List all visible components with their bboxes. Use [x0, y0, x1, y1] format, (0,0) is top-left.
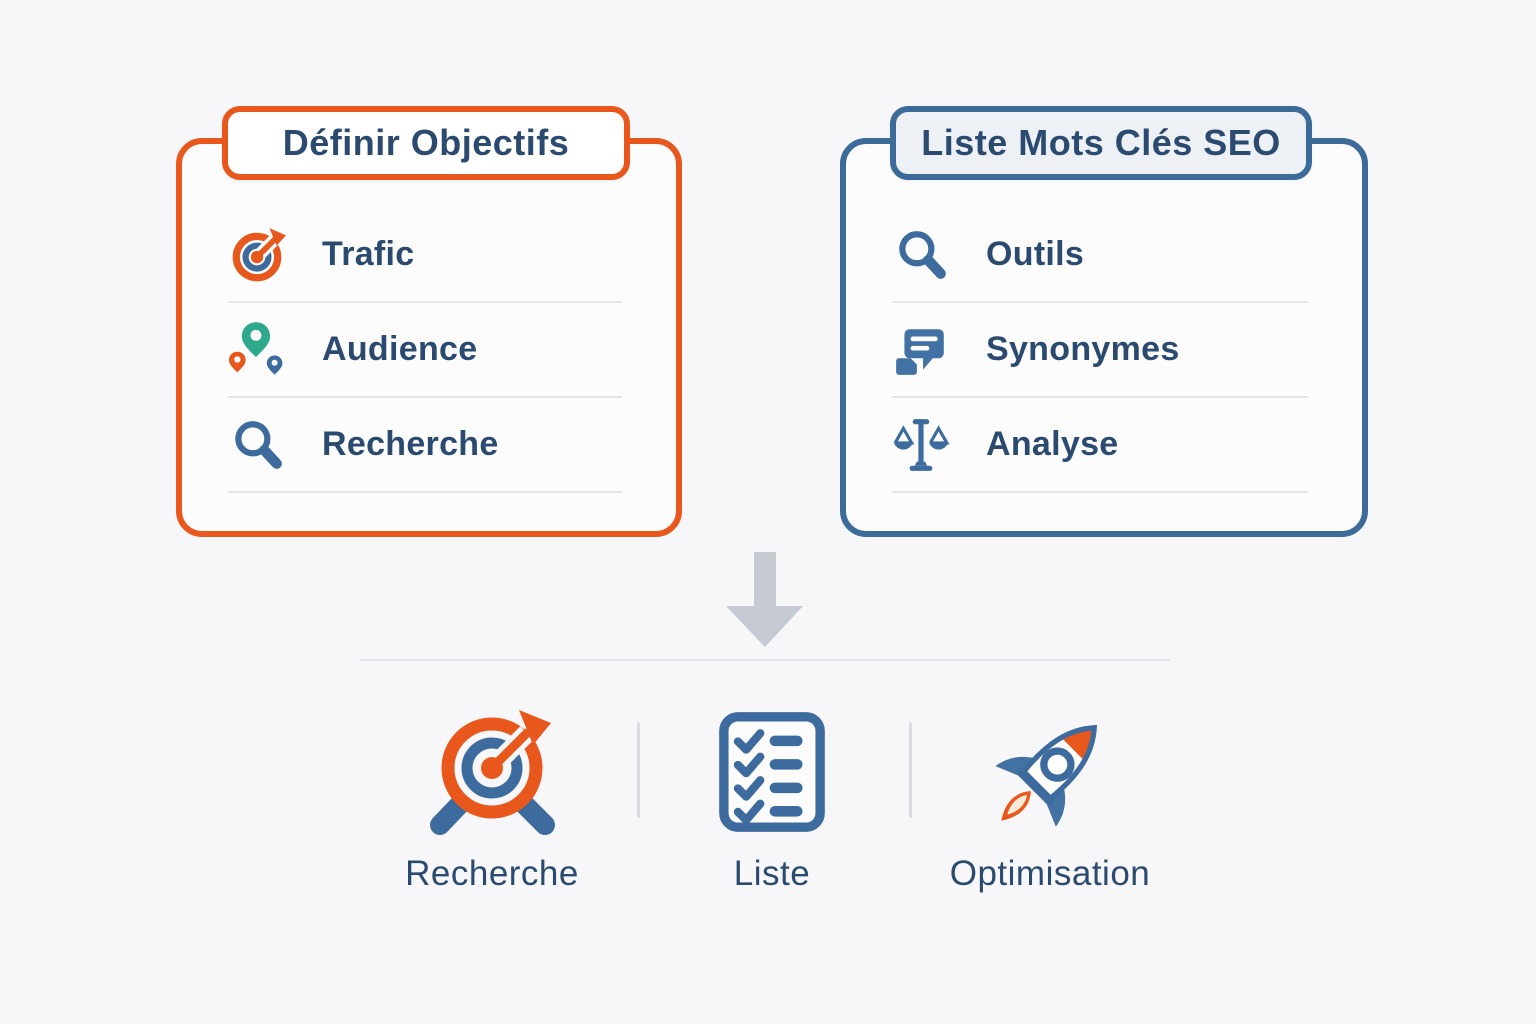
item-label: Audience	[322, 330, 478, 368]
target-icon	[232, 227, 286, 281]
list-item: Outils	[892, 208, 1308, 303]
down-arrow-icon	[726, 552, 803, 647]
result-liste: Liste	[657, 698, 887, 894]
result-recherche: Recherche	[377, 698, 607, 894]
speech-bubbles-icon	[896, 328, 944, 375]
card-objectifs: Trafic Audience	[176, 138, 682, 537]
list-item: Trafic	[228, 208, 622, 303]
magnifier-icon	[899, 230, 946, 279]
result-label: Optimisation	[949, 854, 1151, 893]
list-item: Recherche	[228, 398, 622, 493]
item-label: Analyse	[986, 425, 1119, 463]
rocket-icon	[995, 724, 1098, 827]
card-title-text: Liste Mots Clés SEO	[921, 122, 1281, 163]
vertical-divider	[909, 722, 912, 818]
card-title-objectifs: Définir Objectifs	[222, 106, 630, 180]
card-title-mots-cles: Liste Mots Clés SEO	[890, 106, 1312, 180]
magnifier-icon	[235, 420, 282, 469]
map-pins-icon	[228, 321, 283, 375]
result-label: Recherche	[405, 854, 579, 893]
target-magnifier-icon	[430, 710, 555, 835]
item-label: Synonymes	[986, 330, 1180, 368]
list-item: Analyse	[892, 398, 1308, 493]
item-label: Outils	[986, 235, 1085, 273]
checklist-icon	[719, 712, 825, 832]
horizontal-divider	[360, 659, 1170, 661]
result-label: Liste	[733, 854, 811, 893]
scales-icon	[893, 418, 950, 471]
result-optimisation: Optimisation	[935, 698, 1165, 894]
list-item: Audience	[228, 303, 622, 398]
vertical-divider	[637, 722, 640, 818]
card-title-text: Définir Objectifs	[282, 122, 570, 163]
list-item: Synonymes	[892, 303, 1308, 398]
item-label: Recherche	[322, 425, 499, 463]
card-mots-cles: Outils Synonymes	[840, 138, 1368, 537]
item-label: Trafic	[322, 235, 415, 273]
